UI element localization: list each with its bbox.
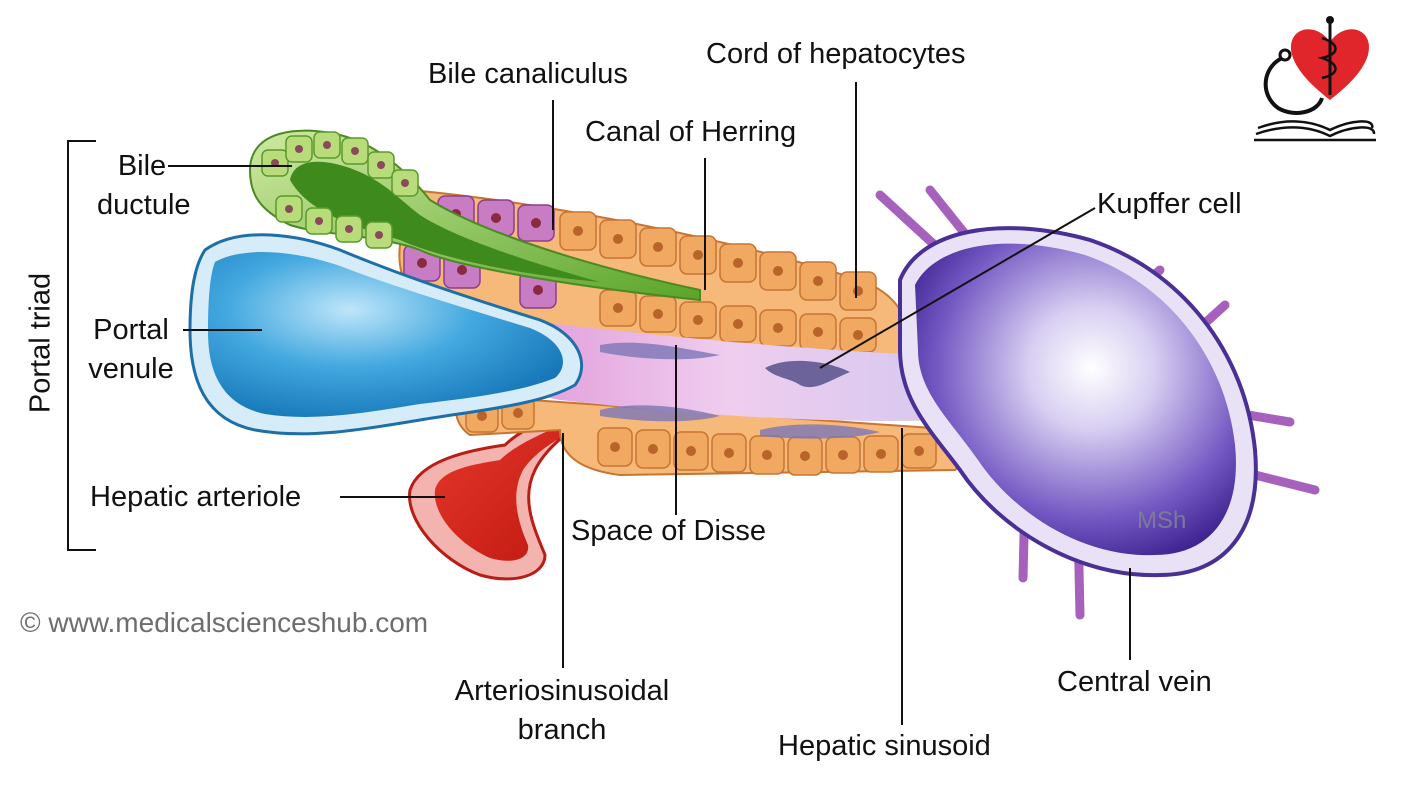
leader-lines: [67, 82, 1131, 725]
label-portal-venule-line1: Portal: [93, 314, 169, 346]
label-arteriosinusoidal-line1: Arteriosinusoidal: [454, 675, 670, 707]
label-space-of-disse: Space of Disse: [571, 515, 767, 547]
stethoscope-heart-logo-icon: [1263, 29, 1370, 115]
open-book-icon: [1254, 120, 1376, 142]
label-bile-ductule: Bile ductule: [97, 147, 191, 225]
label-portal-triad: Portal triad: [24, 272, 57, 414]
label-bile-ductule-line1: Bile: [117, 150, 167, 182]
central-vein-shape: [875, 185, 1320, 620]
watermark: MSh: [1137, 507, 1187, 534]
label-kupffer-cell: Kupffer cell: [1097, 188, 1242, 220]
label-portal-venule: Portal venule: [76, 311, 186, 389]
label-hepatic-arteriole: Hepatic arteriole: [90, 481, 302, 513]
label-arteriosinusoidal-branch: Arteriosinusoidal branch: [432, 672, 692, 750]
label-bile-canaliculus: Bile canaliculus: [428, 58, 628, 90]
copyright-text: © www.medicalscienceshub.com: [20, 607, 429, 638]
label-central-vein: Central vein: [1057, 666, 1212, 698]
bile-ductule-shape: [248, 129, 701, 302]
hepatic-sinusoid-shape: [510, 320, 945, 439]
label-portal-venule-line2: venule: [88, 353, 174, 385]
label-cord-of-hepatocytes: Cord of hepatocytes: [706, 38, 966, 70]
hepatic-arteriole-shape: [408, 408, 577, 581]
portal-venule-shape: [188, 233, 584, 436]
label-arteriosinusoidal-line2: branch: [517, 714, 607, 746]
label-bile-ductule-line2: ductule: [97, 189, 191, 221]
caduceus-icon: [1317, 16, 1337, 95]
label-portal-triad-box: Portal triad: [21, 263, 61, 423]
label-canal-of-herring: Canal of Herring: [585, 116, 797, 148]
label-hepatic-sinusoid: Hepatic sinusoid: [778, 730, 991, 762]
